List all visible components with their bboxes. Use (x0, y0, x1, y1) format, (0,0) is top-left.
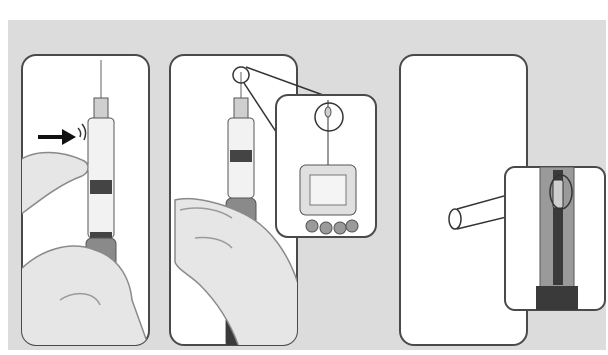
panel-3 (400, 55, 605, 345)
plunger-stopper (230, 150, 252, 162)
plunger-stopper (90, 180, 112, 194)
needle-hub (234, 98, 248, 120)
dose-button-zoomed (536, 286, 578, 310)
dose-window-highlight (449, 209, 461, 229)
panel-1 (20, 55, 150, 350)
zoom-panel-needle (276, 95, 376, 237)
zoom-panel-dose (505, 167, 605, 310)
cartridge (88, 118, 114, 238)
droplet (325, 107, 331, 117)
needle-hub (94, 98, 108, 120)
dose-window (553, 180, 563, 208)
panel-2 (170, 55, 376, 350)
